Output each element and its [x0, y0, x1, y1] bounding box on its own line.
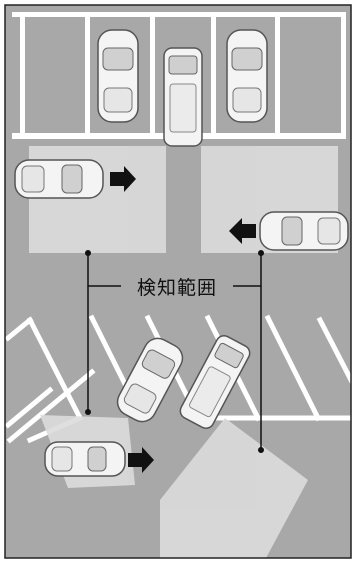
car-top-view-icon: [179, 335, 251, 429]
arrow-right-icon: [128, 447, 154, 473]
detection-range-label: 検知範囲: [121, 273, 233, 299]
leader-lines: [87, 253, 262, 450]
car-top-view-icon: [97, 29, 139, 123]
car-top-view-icon: [44, 441, 126, 477]
detection-range-label-text: 検知範囲: [136, 276, 217, 299]
car-top-view-icon: [259, 211, 349, 251]
car-top-view-icon: [14, 159, 104, 199]
leader-dots: [85, 250, 264, 453]
detection-zone-lower-right: [160, 418, 308, 558]
arrow-left-icon: [229, 218, 256, 244]
diagram-border: [4, 4, 352, 559]
car-top-view-icon: [116, 337, 184, 423]
car-top-view-icon: [226, 29, 268, 123]
car-top-view-icon: [163, 47, 203, 147]
arrow-right-icon: [110, 166, 136, 192]
